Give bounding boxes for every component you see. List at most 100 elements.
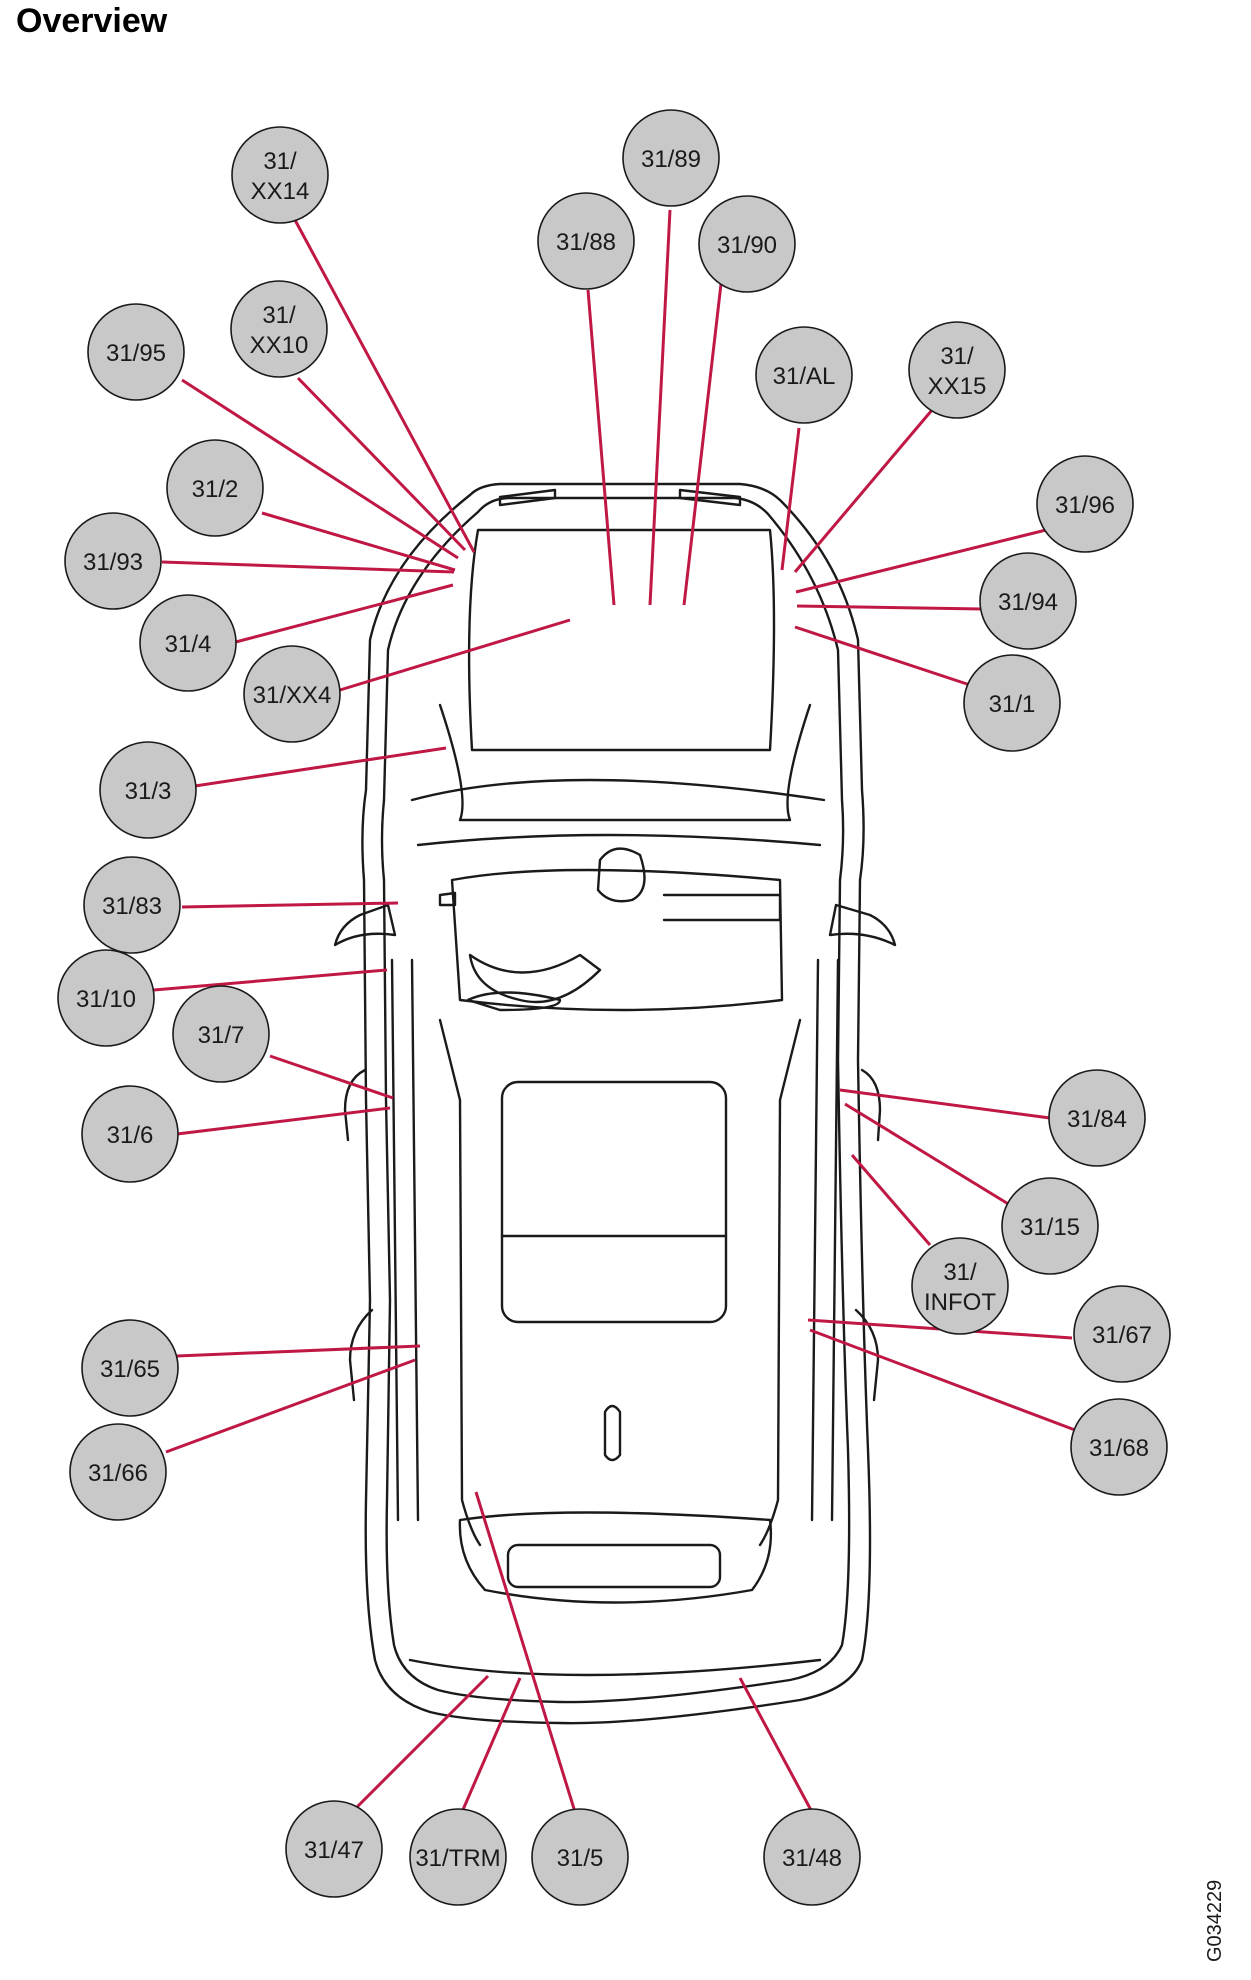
svg-text:31/96: 31/96 bbox=[1055, 492, 1115, 519]
svg-text:31/: 31/ bbox=[262, 302, 296, 329]
leader-31-94 bbox=[796, 604, 983, 611]
svg-text:31/65: 31/65 bbox=[100, 1356, 160, 1383]
svg-text:31/2: 31/2 bbox=[192, 476, 239, 503]
svg-text:31/5: 31/5 bbox=[557, 1845, 604, 1872]
callout-31-95: 31/95 bbox=[87, 303, 185, 401]
callout-31-15: 31/15 bbox=[1001, 1177, 1099, 1275]
callout-31-65: 31/65 bbox=[81, 1319, 179, 1417]
leader-31-48 bbox=[738, 1677, 814, 1813]
svg-text:31/66: 31/66 bbox=[88, 1460, 148, 1487]
callout-31-xx15: 31/ XX15 bbox=[908, 321, 1006, 419]
svg-text:31/93: 31/93 bbox=[83, 549, 143, 576]
leader-31-6 bbox=[176, 1106, 391, 1136]
callout-31-trm: 31/TRM bbox=[409, 1808, 507, 1906]
leader-31-1 bbox=[794, 625, 971, 687]
svg-text:31/4: 31/4 bbox=[165, 631, 212, 658]
svg-text:XX10: XX10 bbox=[250, 332, 309, 359]
svg-text:31/TRM: 31/TRM bbox=[415, 1845, 500, 1872]
callout-31-4: 31/4 bbox=[139, 594, 237, 692]
leader-31-xx10 bbox=[296, 376, 467, 552]
leader-31-96 bbox=[795, 528, 1047, 594]
leader-31-3 bbox=[194, 746, 447, 788]
svg-text:31/90: 31/90 bbox=[717, 232, 777, 259]
leader-31-66 bbox=[165, 1358, 416, 1454]
leader-31-2 bbox=[261, 511, 456, 572]
callout-31-48: 31/48 bbox=[763, 1808, 861, 1906]
svg-text:31/48: 31/48 bbox=[782, 1845, 842, 1872]
svg-text:31/: 31/ bbox=[943, 1259, 977, 1286]
callout-31-66: 31/66 bbox=[69, 1423, 167, 1521]
leader-31-5 bbox=[474, 1491, 577, 1813]
svg-text:31/7: 31/7 bbox=[198, 1022, 245, 1049]
leader-31-4 bbox=[231, 583, 454, 645]
leader-31-xx15 bbox=[793, 409, 934, 573]
svg-text:31/84: 31/84 bbox=[1067, 1106, 1127, 1133]
leader-31-47 bbox=[350, 1674, 490, 1814]
svg-text:31/3: 31/3 bbox=[125, 778, 172, 805]
leader-31-68 bbox=[809, 1328, 1076, 1432]
callout-31-89: 31/89 bbox=[622, 109, 720, 207]
svg-text:31/6: 31/6 bbox=[107, 1122, 154, 1149]
leader-31-al bbox=[780, 427, 801, 571]
callout-31-al: 31/AL bbox=[755, 326, 853, 424]
svg-text:31/89: 31/89 bbox=[641, 146, 701, 173]
svg-text:XX14: XX14 bbox=[251, 178, 310, 205]
page-title: Overview bbox=[16, 2, 168, 40]
leader-31-trm bbox=[460, 1677, 522, 1813]
svg-text:31/1: 31/1 bbox=[989, 691, 1036, 718]
leader-lines bbox=[153, 209, 1076, 1814]
leader-31-10 bbox=[153, 968, 388, 992]
callout-31-2: 31/2 bbox=[166, 439, 264, 537]
leader-31-84 bbox=[839, 1088, 1051, 1120]
svg-text:31/88: 31/88 bbox=[556, 229, 616, 256]
svg-text:31/68: 31/68 bbox=[1089, 1435, 1149, 1462]
svg-text:31/94: 31/94 bbox=[998, 589, 1058, 616]
leader-31-7 bbox=[269, 1054, 394, 1100]
callout-31-1: 31/1 bbox=[963, 654, 1061, 752]
svg-text:31/10: 31/10 bbox=[76, 986, 136, 1013]
leader-31-90 bbox=[682, 283, 723, 606]
leader-31-xx14 bbox=[293, 219, 476, 553]
svg-text:INFOT: INFOT bbox=[924, 1289, 996, 1316]
leader-31-15 bbox=[844, 1102, 1011, 1207]
svg-text:31/15: 31/15 bbox=[1020, 1214, 1080, 1241]
svg-text:31/47: 31/47 bbox=[304, 1837, 364, 1864]
svg-text:31/AL: 31/AL bbox=[773, 363, 836, 390]
leader-31-83 bbox=[181, 901, 399, 909]
callout-31-3: 31/3 bbox=[99, 741, 197, 839]
callout-31-96: 31/96 bbox=[1036, 455, 1134, 553]
leader-31-93 bbox=[161, 560, 455, 574]
callout-31-5: 31/5 bbox=[531, 1808, 629, 1906]
callout-31-xx4: 31/XX4 bbox=[243, 645, 341, 743]
callout-31-88: 31/88 bbox=[537, 192, 635, 290]
callout-31-84: 31/84 bbox=[1048, 1069, 1146, 1167]
leader-31-89 bbox=[648, 209, 672, 606]
callout-31-10: 31/10 bbox=[57, 949, 155, 1047]
callout-31-xx14: 31/ XX14 bbox=[231, 126, 329, 224]
callout-31-67: 31/67 bbox=[1073, 1285, 1171, 1383]
leader-31-95 bbox=[181, 378, 459, 560]
callout-31-infot: 31/ INFOT bbox=[911, 1237, 1009, 1335]
leader-31-88 bbox=[586, 289, 616, 606]
svg-text:31/95: 31/95 bbox=[106, 340, 166, 367]
callout-31-6: 31/6 bbox=[81, 1085, 179, 1183]
svg-text:XX15: XX15 bbox=[928, 373, 987, 400]
car-outline bbox=[333, 482, 897, 1725]
leader-31-infot bbox=[850, 1154, 932, 1246]
callout-31-47: 31/47 bbox=[285, 1800, 383, 1898]
svg-text:31/: 31/ bbox=[263, 148, 297, 175]
svg-text:31/83: 31/83 bbox=[102, 893, 162, 920]
callout-31-68: 31/68 bbox=[1070, 1398, 1168, 1496]
callout-31-94: 31/94 bbox=[979, 552, 1077, 650]
leader-31-65 bbox=[176, 1344, 421, 1358]
callout-31-7: 31/7 bbox=[172, 985, 270, 1083]
callout-31-90: 31/90 bbox=[698, 195, 796, 293]
svg-text:31/XX4: 31/XX4 bbox=[253, 682, 332, 709]
callout-31-83: 31/83 bbox=[83, 856, 181, 954]
figure-code: G034229 bbox=[1204, 1879, 1226, 1962]
callout-31-xx10: 31/ XX10 bbox=[230, 280, 328, 378]
svg-text:31/: 31/ bbox=[940, 343, 974, 370]
svg-text:31/67: 31/67 bbox=[1092, 1322, 1152, 1349]
callout-31-93: 31/93 bbox=[64, 512, 162, 610]
